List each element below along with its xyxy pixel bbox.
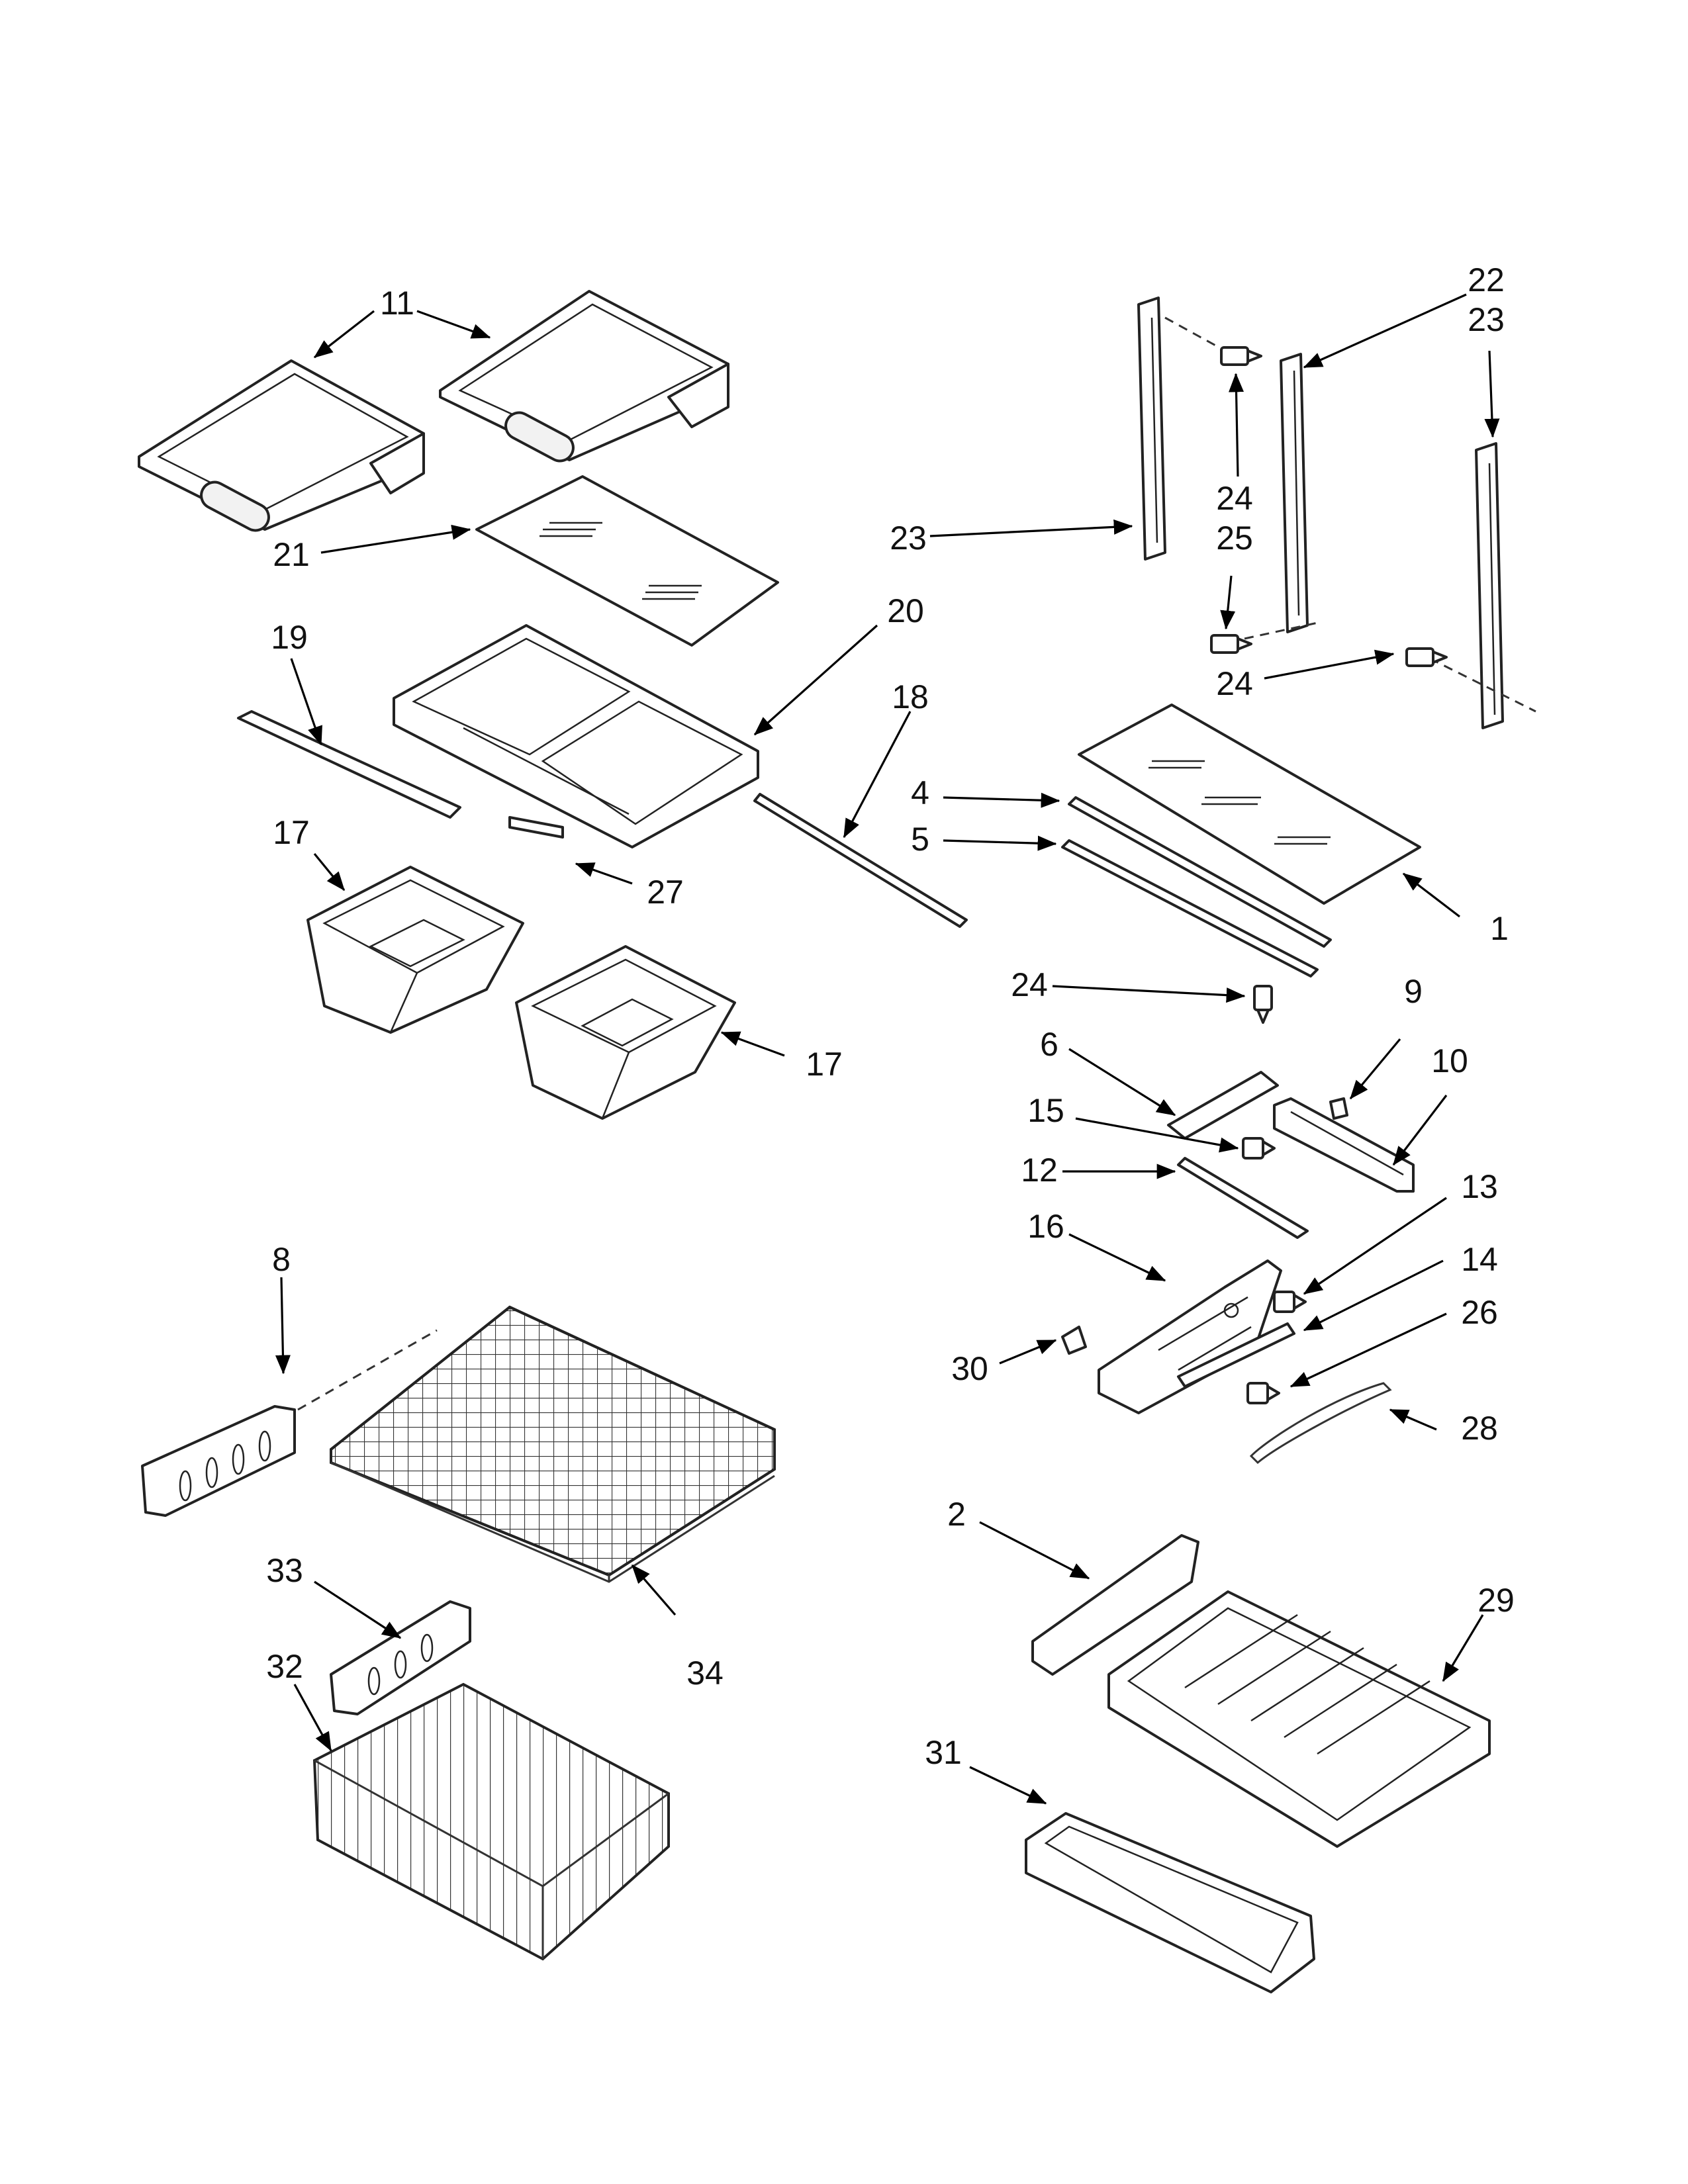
- shelf-frame-left: [138, 359, 425, 532]
- label-17-right: 17: [806, 1046, 843, 1083]
- freezer-tray: [1107, 1590, 1491, 1848]
- label-17-left: 17: [273, 814, 310, 851]
- drawer-handle-trim: [1031, 1534, 1199, 1676]
- label-10: 10: [1431, 1042, 1468, 1079]
- drawer-slide-bracket: [1273, 1097, 1415, 1193]
- callout-labels: 11 21 19 20 18 17 27 17 23 22 23 24 25 2…: [266, 261, 1515, 1771]
- label-31: 31: [925, 1734, 962, 1771]
- slide-rail-wire: [1177, 1157, 1309, 1239]
- shelf-trim-rear: [1061, 839, 1319, 978]
- label-2: 2: [947, 1496, 966, 1533]
- label-29: 29: [1477, 1582, 1515, 1619]
- hinge-bracket: [1167, 1071, 1279, 1140]
- leader-lines: [275, 293, 1500, 1805]
- screw-13: [1273, 1291, 1307, 1313]
- screw-26: [1246, 1382, 1280, 1404]
- slide-clip: [1061, 1326, 1087, 1355]
- basket-side-frame: [141, 1405, 296, 1517]
- basket-small-side-frame: [330, 1600, 471, 1715]
- label-18: 18: [892, 678, 929, 715]
- label-4: 4: [911, 774, 929, 811]
- label-11: 11: [380, 285, 414, 322]
- shelf-frame-right: [439, 290, 729, 463]
- label-33: 33: [266, 1552, 303, 1589]
- bracket-clip: [1329, 1097, 1348, 1120]
- crisper-drawer-right: [515, 945, 736, 1120]
- label-21: 21: [273, 536, 310, 573]
- screw-right: [1405, 647, 1448, 667]
- wire-basket-small: [312, 1682, 670, 1961]
- shelf-ladder-rail-right: [1475, 442, 1504, 729]
- label-9: 9: [1404, 973, 1423, 1010]
- label-23-right: 23: [1468, 301, 1505, 338]
- label-15: 15: [1027, 1092, 1064, 1129]
- label-32: 32: [266, 1648, 303, 1685]
- label-26: 26: [1461, 1294, 1498, 1331]
- label-12: 12: [1021, 1152, 1058, 1189]
- crisper-rail-left: [237, 710, 461, 819]
- shelf-ladder-rail-middle: [1280, 353, 1309, 633]
- crisper-drawer-left: [306, 866, 524, 1034]
- label-30: 30: [951, 1350, 988, 1387]
- label-34: 34: [686, 1655, 724, 1692]
- label-28: 28: [1461, 1410, 1498, 1447]
- screw-middle: [1210, 634, 1252, 654]
- label-8: 8: [272, 1241, 291, 1278]
- label-1: 1: [1490, 910, 1509, 947]
- label-13: 13: [1461, 1168, 1498, 1205]
- glass-shelf-upper: [475, 475, 779, 647]
- wire-basket-large: [330, 1305, 776, 1583]
- label-24-lower: 24: [1011, 966, 1048, 1003]
- screw-lower: [1253, 985, 1273, 1024]
- drawer-slide-housing: [1098, 1259, 1282, 1414]
- shelf-trim-front: [1068, 796, 1332, 948]
- label-16: 16: [1027, 1208, 1064, 1245]
- drawer-front-trim: [1025, 1812, 1315, 1993]
- screw-15: [1242, 1137, 1276, 1160]
- label-27: 27: [647, 874, 684, 911]
- label-19: 19: [271, 619, 308, 656]
- label-14: 14: [1461, 1241, 1498, 1278]
- label-25: 25: [1216, 520, 1253, 557]
- label-24-upper: 24: [1216, 480, 1253, 517]
- wire-handle: [1249, 1382, 1392, 1465]
- screw-upper: [1220, 346, 1262, 366]
- label-20: 20: [887, 592, 924, 629]
- label-6: 6: [1040, 1026, 1058, 1063]
- shelf-ladder-rail-left: [1137, 296, 1166, 561]
- slide-strip: [1177, 1322, 1295, 1388]
- crisper-cover-frame: [393, 624, 759, 848]
- label-24-middle: 24: [1216, 665, 1253, 702]
- label-23-left: 23: [890, 520, 927, 557]
- label-5: 5: [911, 821, 929, 858]
- crisper-rail-seal: [753, 793, 968, 928]
- cover-clip: [508, 816, 564, 839]
- glass-shelf-lower: [1078, 704, 1421, 905]
- label-22: 22: [1468, 261, 1505, 298]
